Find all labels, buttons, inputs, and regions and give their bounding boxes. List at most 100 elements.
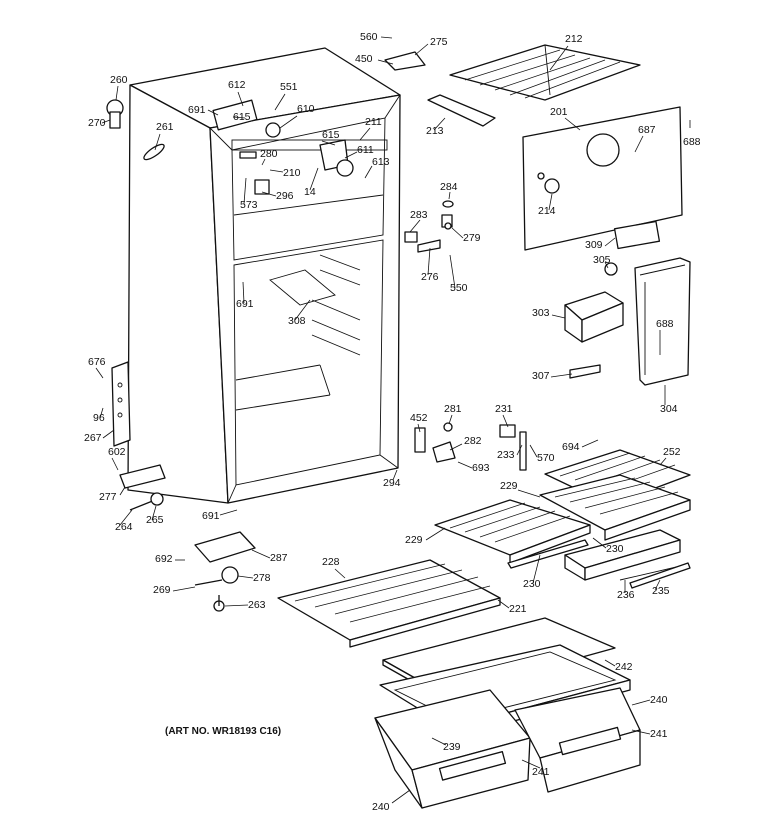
- part-callout-231: 231: [495, 403, 513, 415]
- leader-line-602: [111, 457, 119, 471]
- leader-line-615: [321, 140, 336, 146]
- part-callout-307: 307: [532, 370, 550, 382]
- part-callout-241: 241: [650, 728, 668, 740]
- part-callout-221: 221: [509, 603, 527, 615]
- refrigerator-cabinet: [127, 47, 401, 504]
- part-callout-213: 213: [426, 125, 444, 137]
- part-callout-450: 450: [355, 53, 373, 65]
- leader-line-450: [377, 59, 394, 65]
- part-callout-265: 265: [146, 514, 164, 526]
- leader-line-240: [391, 789, 411, 804]
- part-callout-241: 241: [532, 766, 550, 778]
- part-callout-14: 14: [304, 186, 316, 198]
- part-callout-240: 240: [372, 801, 390, 813]
- control-housing: [634, 257, 691, 386]
- leader-line-281: [448, 414, 453, 425]
- rail-bracket: [427, 94, 496, 127]
- part-callout-282: 282: [464, 435, 482, 447]
- part-callout-260: 260: [110, 74, 128, 86]
- leader-line-233: [516, 444, 523, 456]
- leader-line-287: [251, 549, 271, 559]
- part-callout-304: 304: [660, 403, 678, 415]
- part-callout-305: 305: [593, 254, 611, 266]
- part-callout-239: 239: [443, 741, 461, 753]
- part-callout-278: 278: [253, 572, 271, 584]
- part-callout-691: 691: [202, 510, 220, 522]
- leader-line-612: [237, 91, 244, 107]
- part-callout-688: 688: [683, 136, 701, 148]
- part-callout-560: 560: [360, 31, 378, 43]
- part-callout-308: 308: [288, 315, 306, 327]
- leader-line-296: [261, 191, 277, 197]
- part-callout-229: 229: [405, 534, 423, 546]
- part-callout-692: 692: [155, 553, 173, 565]
- leader-line-239: [431, 737, 447, 746]
- part-callout-211: 211: [365, 116, 382, 128]
- leader-line-210: [269, 169, 284, 173]
- leader-line-279: [451, 227, 464, 239]
- part-callout-287: 287: [270, 552, 288, 564]
- part-callout-694: 694: [562, 441, 580, 453]
- leader-line-14: [309, 167, 319, 191]
- leader-line-551: [274, 93, 286, 111]
- leader-line-201: [564, 117, 581, 131]
- leader-line-212: [549, 45, 569, 71]
- leader-line-241: [631, 729, 651, 735]
- part-callout-294: 294: [383, 477, 401, 489]
- leader-line-263: [224, 604, 249, 607]
- leader-line-211: [359, 127, 371, 141]
- leader-line-307: [550, 373, 573, 378]
- part-callout-267: 267: [84, 432, 102, 444]
- leader-line-96: [99, 407, 104, 419]
- leader-line-694: [581, 439, 599, 448]
- part-callout-280: 280: [260, 148, 278, 160]
- leader-line-691: [207, 109, 219, 116]
- crisper-pan-small: [564, 529, 686, 581]
- leader-line-570: [529, 444, 538, 458]
- part-callout-229: 229: [500, 480, 518, 492]
- roller-assembly: [129, 492, 164, 511]
- leader-line-303: [551, 314, 566, 319]
- leader-line-269: [172, 586, 196, 592]
- part-callout-230: 230: [606, 543, 624, 555]
- part-callout-201: 201: [550, 106, 568, 118]
- part-callout-269: 269: [153, 584, 171, 596]
- part-callout-296: 296: [276, 190, 294, 202]
- evaporator-cover: [522, 106, 683, 251]
- part-callout-276: 276: [421, 271, 439, 283]
- part-callout-233: 233: [497, 449, 515, 461]
- top-hinge-bracket: [384, 51, 426, 71]
- leader-line-260: [115, 85, 119, 101]
- part-callout-242: 242: [615, 661, 633, 673]
- top-wire-shelf: [449, 44, 641, 101]
- label-plate: [604, 220, 661, 276]
- part-callout-230: 230: [523, 578, 541, 590]
- air-duct: [564, 291, 624, 379]
- leader-line-283: [409, 219, 421, 233]
- part-callout-212: 212: [565, 33, 583, 45]
- part-callout-613: 613: [372, 156, 390, 168]
- part-callout-96: 96: [93, 412, 105, 424]
- leader-line-228: [334, 568, 346, 579]
- shelf-supports: [414, 422, 527, 471]
- leader-line-308: [294, 299, 311, 321]
- leader-line-231: [502, 414, 509, 428]
- top-hinge-assembly: [106, 99, 165, 161]
- art-number-label: (ART NO. WR18193 C16): [165, 726, 281, 737]
- part-callout-612: 612: [228, 79, 246, 91]
- part-callout-691: 691: [236, 298, 254, 310]
- leader-line-560: [380, 36, 393, 39]
- part-callout-214: 214: [538, 205, 556, 217]
- part-callout-615: 615: [233, 111, 251, 123]
- leader-line-221: [497, 599, 510, 609]
- part-callout-236: 236: [617, 589, 635, 601]
- part-callout-693: 693: [472, 462, 490, 474]
- part-callout-615: 615: [322, 129, 340, 141]
- leader-line-691: [219, 509, 238, 516]
- leader-lines: [95, 36, 691, 804]
- part-callout-452: 452: [410, 412, 428, 424]
- compressor-relay: [194, 531, 256, 612]
- leader-line-282: [449, 443, 463, 451]
